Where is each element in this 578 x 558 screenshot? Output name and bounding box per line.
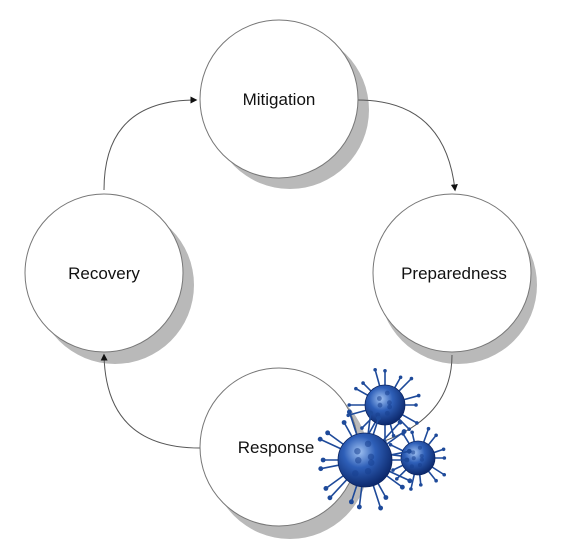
recovery-circle <box>24 193 184 353</box>
arrow-mitigation-to-preparedness <box>356 99 458 192</box>
arrow-recovery-to-mitigation <box>103 96 198 191</box>
node-preparedness: Preparedness <box>372 193 532 353</box>
preparedness-label: Preparedness <box>401 264 507 283</box>
node-response: Response <box>199 367 359 527</box>
mitigation-label: Mitigation <box>243 90 316 109</box>
preparedness-circle <box>372 193 532 353</box>
virus-icon-main <box>317 409 413 511</box>
arrow-response-to-recovery <box>100 353 201 449</box>
recovery-label: Recovery <box>68 264 140 283</box>
virus-decoration <box>317 367 447 511</box>
mitigation-circle <box>199 19 359 179</box>
node-recovery: Recovery <box>24 193 184 353</box>
node-mitigation: Mitigation <box>199 19 359 179</box>
response-label: Response <box>238 438 315 457</box>
virus-icon-right <box>383 426 447 491</box>
